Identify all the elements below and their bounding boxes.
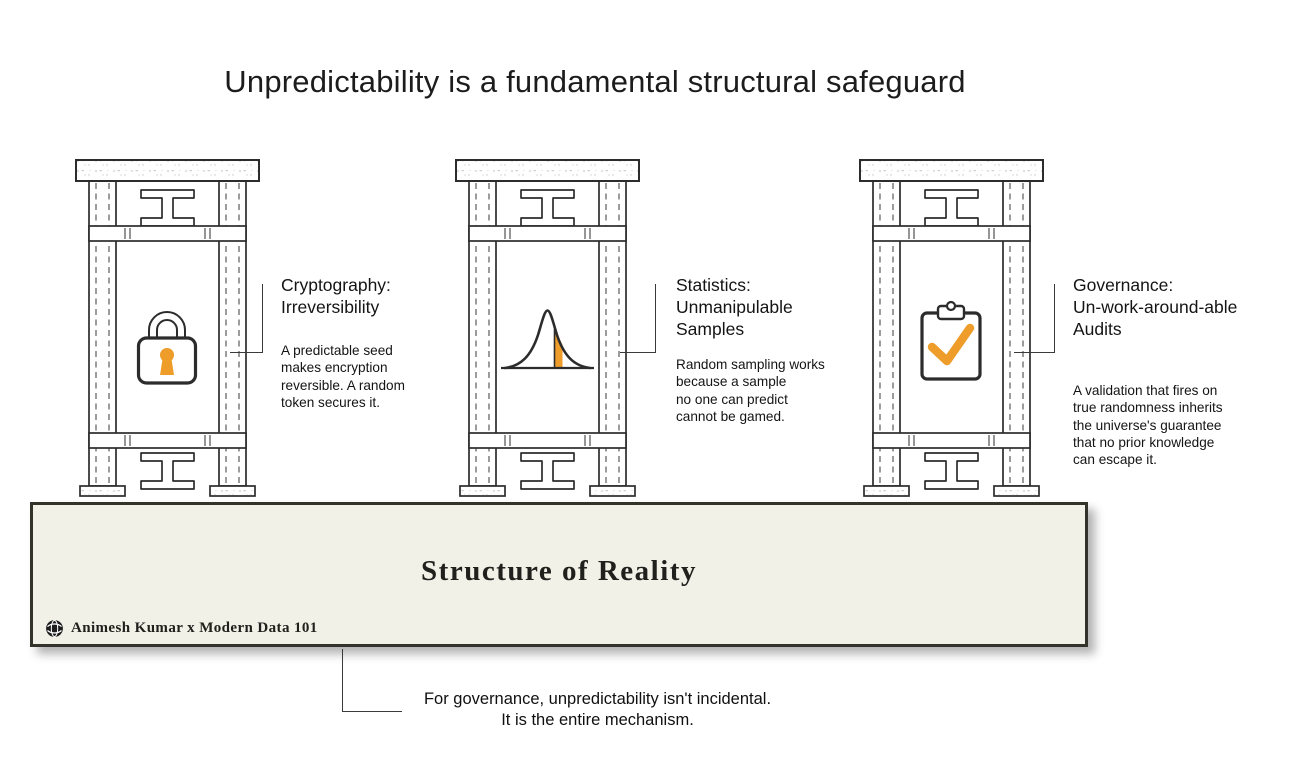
pillar-description-statistics: Random sampling works because a sample n… <box>676 357 825 424</box>
footnote-leader-line <box>342 649 402 712</box>
pillar-description-cryptography: A predictable seed makes encryption reve… <box>281 343 405 410</box>
pillar-heading-cryptography: Cryptography: Irreversibility <box>281 275 391 318</box>
pillar-frame-governance <box>859 159 1044 497</box>
pillar-heading-statistics: Statistics: Unmanipulable Samples <box>676 275 793 340</box>
pillar-description-governance: A validation that fires on true randomne… <box>1073 383 1223 468</box>
leader-line-governance <box>1014 284 1055 353</box>
pillar-frame-statistics <box>455 159 640 497</box>
leader-line-statistics <box>620 284 656 353</box>
foundation-block: Structure of Reality Animesh Kumar x Mod… <box>30 502 1088 647</box>
clipboard-check-icon <box>920 300 982 381</box>
pillar-label-cryptography: Cryptography: Irreversibility A predicta… <box>281 274 449 411</box>
pillar-heading-governance: Governance: Un-work-around-able Audits <box>1073 275 1238 340</box>
pillar-label-statistics: Statistics: Unmanipulable Samples Random… <box>676 274 868 425</box>
attribution-text: Animesh Kumar x Modern Data 101 <box>71 620 318 636</box>
modern-data-logo-icon <box>46 620 63 637</box>
foundation-label: Structure of Reality <box>421 555 697 587</box>
pillar-label-governance: Governance: Un-work-around-able Audits A… <box>1073 274 1273 468</box>
page-title: Unpredictability is a fundamental struct… <box>224 64 966 99</box>
footnote-text: For governance, unpredictability isn't i… <box>423 690 772 729</box>
bell-curve-icon <box>501 309 594 370</box>
padlock-icon <box>136 311 198 385</box>
pillar-frame-cryptography <box>75 159 260 497</box>
attribution: Animesh Kumar x Modern Data 101 <box>45 619 318 638</box>
leader-line-cryptography <box>230 284 263 353</box>
